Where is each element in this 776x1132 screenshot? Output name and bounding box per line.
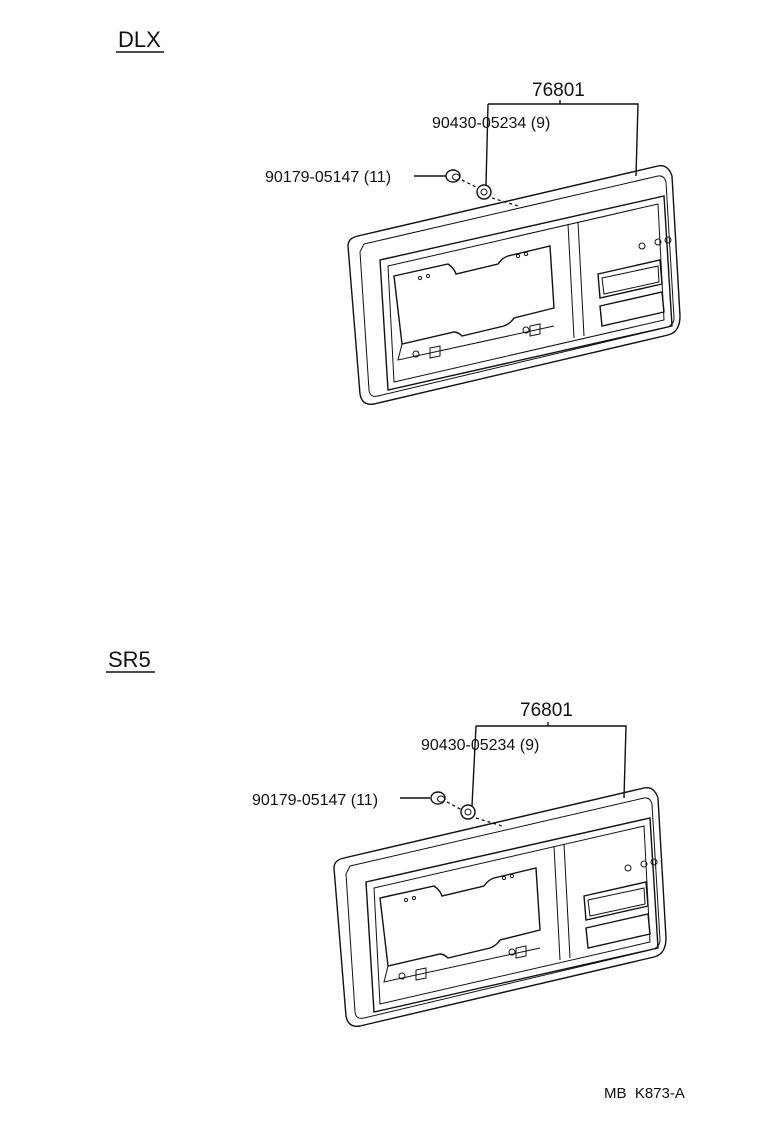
back-door-garnish-drawing [347, 165, 681, 405]
nut-part-number: 90179-05147 (11) [252, 792, 378, 809]
nut-icon [430, 791, 446, 805]
garnish-part-number: 76801 [532, 80, 585, 101]
clip-part-number: 90430-05234 (9) [421, 737, 539, 754]
clip-icon [460, 804, 476, 820]
assembly-line [446, 801, 463, 811]
nut-icon [445, 169, 461, 183]
nut-part-number: 90179-05147 (11) [265, 169, 391, 186]
leader-line-garnish [476, 725, 627, 799]
back-door-garnish-drawing [333, 787, 667, 1027]
assembly-line [475, 817, 503, 827]
section-sr5: SR5 76801 90430-05234 (9) 90179-05147 (1… [106, 647, 667, 1027]
clip-icon [476, 184, 492, 200]
assembly-line [461, 179, 479, 189]
leader-line-garnish [488, 103, 639, 177]
section-title-sr5: SR5 [108, 647, 151, 672]
leader-line-clip-bracket [471, 722, 549, 807]
garnish-part-number: 76801 [520, 700, 573, 721]
figure-code: MB K873-A [604, 1085, 685, 1102]
section-title-dlx: DLX [118, 27, 161, 52]
section-dlx: DLX 76801 90430-05234 (9) 90179-05147 (1… [116, 27, 681, 405]
clip-part-number: 90430-05234 (9) [432, 115, 550, 132]
leader-line-clip-bracket [485, 100, 561, 187]
